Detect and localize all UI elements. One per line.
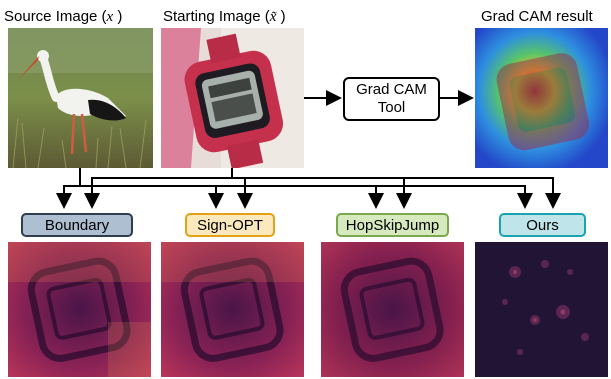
source-to-ours [376, 185, 533, 209]
source-to-signopt [80, 185, 224, 209]
start-to-ours [404, 177, 561, 209]
method-label-ours: Ours [499, 213, 586, 237]
starting-title-close: ) [280, 8, 286, 25]
ours-noise [475, 242, 608, 377]
source-image-stork [8, 28, 153, 168]
starting-symbol: x̃ [269, 9, 277, 25]
sign-opt-noise [161, 242, 304, 377]
perturbation-map-boundary [8, 242, 151, 377]
tool-label-line1: Grad CAM [356, 81, 427, 98]
gradcam-result-title: Grad CAM result [481, 8, 593, 25]
method-label-boundary: Boundary [21, 213, 133, 237]
tool-label-line2: Tool [377, 99, 406, 116]
gradcam-tool-box: Grad CAM Tool [343, 77, 440, 121]
boundary-noise [8, 242, 151, 377]
watch-illustration [161, 28, 304, 168]
start-to-hopskipjump [245, 177, 412, 209]
starting-image-watch [161, 28, 304, 168]
method-label-hopskipjump: HopSkipJump [336, 213, 449, 237]
starting-title-text: Starting Image ( [163, 8, 270, 25]
source-image-title: Source Image (x ) [4, 8, 122, 26]
source-to-boundary [56, 168, 81, 209]
gradcam-heatmap [475, 28, 608, 168]
perturbation-map-ours [475, 242, 608, 377]
gradcam-result-image [475, 28, 608, 168]
method-label-sign-opt: Sign-OPT [185, 213, 275, 237]
start-to-signopt [232, 177, 253, 209]
hopskipjump-noise [321, 242, 464, 377]
source-symbol: x [106, 9, 114, 25]
perturbation-map-sign-opt [161, 242, 304, 377]
perturbation-map-hopskipjump [321, 242, 464, 377]
source-title-close: ) [117, 8, 123, 25]
source-to-hopskipjump [216, 185, 384, 209]
starting-image-title: Starting Image (x̃ ) [163, 8, 286, 26]
start-to-boundary [84, 168, 233, 209]
stork-illustration [8, 28, 153, 168]
source-title-text: Source Image ( [4, 8, 107, 25]
